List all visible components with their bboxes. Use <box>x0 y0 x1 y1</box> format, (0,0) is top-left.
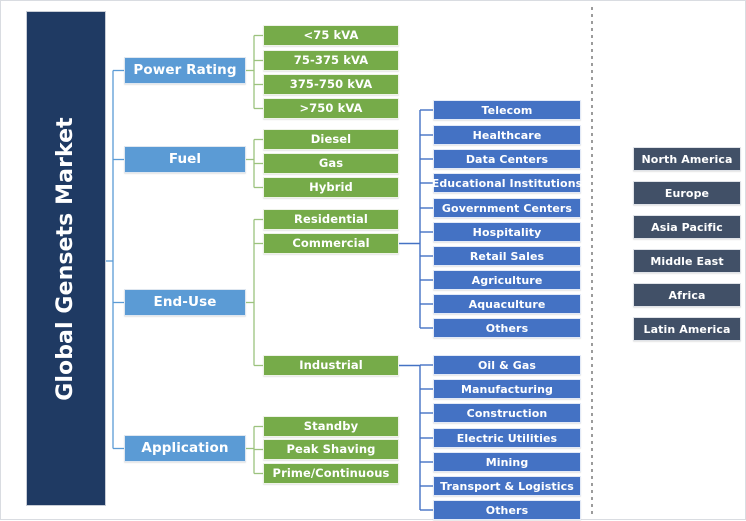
segment-commercial[interactable]: Commercial <box>263 233 399 254</box>
region-label: Europe <box>664 186 710 200</box>
application-label: Healthcare <box>472 128 542 142</box>
application-label: Transport & Logistics <box>440 479 574 493</box>
category-label: Application <box>141 439 229 456</box>
root-node-global-gensets-market: Global Gensets Market <box>26 11 106 506</box>
segment-label: 375-750 kVA <box>289 76 373 91</box>
application-label: Data Centers <box>465 152 549 166</box>
category-power-rating[interactable]: Power Rating <box>124 57 246 84</box>
application-label: Hospitality <box>472 225 542 239</box>
segment-gas[interactable]: Gas <box>263 153 399 174</box>
segment-label: <75 kVA <box>303 27 359 42</box>
application-industrial-others[interactable]: Others <box>433 500 581 520</box>
application-telecom[interactable]: Telecom <box>433 100 581 120</box>
category-end-use[interactable]: End-Use <box>124 289 246 316</box>
category-label: End-Use <box>153 293 217 310</box>
category-label: Power Rating <box>133 61 237 78</box>
application-commercial-others[interactable]: Others <box>433 318 581 338</box>
application-label: Aquaculture <box>468 297 546 311</box>
region-africa[interactable]: Africa <box>633 283 741 307</box>
region-north-america[interactable]: North America <box>633 147 741 171</box>
category-fuel[interactable]: Fuel <box>124 146 246 173</box>
segment-label: Peak Shaving <box>286 441 376 456</box>
region-asia-pacific[interactable]: Asia Pacific <box>633 215 741 239</box>
application-agriculture[interactable]: Agriculture <box>433 270 581 290</box>
application-healthcare[interactable]: Healthcare <box>433 125 581 145</box>
segment-label: >750 kVA <box>299 100 363 115</box>
category-label: Fuel <box>168 150 202 167</box>
segment-standby[interactable]: Standby <box>263 416 399 437</box>
segment-hybrid[interactable]: Hybrid <box>263 177 399 198</box>
application-label: Others <box>485 503 529 517</box>
application-label: Retail Sales <box>469 249 545 263</box>
application-data-centers[interactable]: Data Centers <box>433 149 581 169</box>
application-oil-and-gas[interactable]: Oil & Gas <box>433 355 581 375</box>
application-label: Telecom <box>481 103 533 117</box>
region-label: North America <box>641 152 733 166</box>
region-label: Africa <box>668 288 706 302</box>
application-government-centers[interactable]: Government Centers <box>433 198 581 218</box>
segment-industrial[interactable]: Industrial <box>263 355 399 376</box>
segment-label: Commercial <box>292 235 370 250</box>
region-label: Asia Pacific <box>651 220 723 234</box>
segment-label: Standby <box>303 418 359 433</box>
segment-label: Gas <box>318 155 344 170</box>
segment-label: Prime/Continuous <box>272 465 390 480</box>
application-label: Construction <box>466 406 548 420</box>
application-label: Agriculture <box>471 273 543 287</box>
application-construction[interactable]: Construction <box>433 403 581 423</box>
region-label: Middle East <box>650 254 724 268</box>
application-label: Electric Utilities <box>456 431 558 445</box>
application-label: Mining <box>485 455 529 469</box>
application-aquaculture[interactable]: Aquaculture <box>433 294 581 314</box>
segment-diesel[interactable]: Diesel <box>263 129 399 150</box>
application-retail-sales[interactable]: Retail Sales <box>433 246 581 266</box>
region-latin-america[interactable]: Latin America <box>633 317 741 341</box>
segment-lt-75-kva[interactable]: <75 kVA <box>263 25 399 46</box>
segment-label: Diesel <box>310 131 352 146</box>
application-label: Educational Institutions <box>431 176 583 190</box>
root-node-label: Global Gensets Market <box>53 116 79 401</box>
region-europe[interactable]: Europe <box>633 181 741 205</box>
segment-label: Industrial <box>299 357 363 372</box>
application-label: Manufacturing <box>460 382 554 396</box>
application-label: Others <box>485 321 529 335</box>
category-application[interactable]: Application <box>124 435 246 462</box>
segment-prime-continuous[interactable]: Prime/Continuous <box>263 463 399 484</box>
segment-75-375-kva[interactable]: 75-375 kVA <box>263 50 399 71</box>
segment-peak-shaving[interactable]: Peak Shaving <box>263 439 399 460</box>
application-educational-institutions[interactable]: Educational Institutions <box>431 173 583 193</box>
application-transport-and-logistics[interactable]: Transport & Logistics <box>433 476 581 496</box>
application-mining[interactable]: Mining <box>433 452 581 472</box>
application-label: Oil & Gas <box>477 358 537 372</box>
application-label: Government Centers <box>441 201 573 215</box>
region-middle-east[interactable]: Middle East <box>633 249 741 273</box>
segment-gt-750-kva[interactable]: >750 kVA <box>263 98 399 119</box>
application-manufacturing[interactable]: Manufacturing <box>433 379 581 399</box>
segment-label: Hybrid <box>309 179 353 194</box>
segment-375-750-kva[interactable]: 375-750 kVA <box>263 74 399 95</box>
region-label: Latin America <box>643 322 731 336</box>
segment-residential[interactable]: Residential <box>263 209 399 230</box>
segment-label: 75-375 kVA <box>293 52 369 67</box>
application-hospitality[interactable]: Hospitality <box>433 222 581 242</box>
application-electric-utilities[interactable]: Electric Utilities <box>433 428 581 448</box>
segment-label: Residential <box>294 211 368 226</box>
